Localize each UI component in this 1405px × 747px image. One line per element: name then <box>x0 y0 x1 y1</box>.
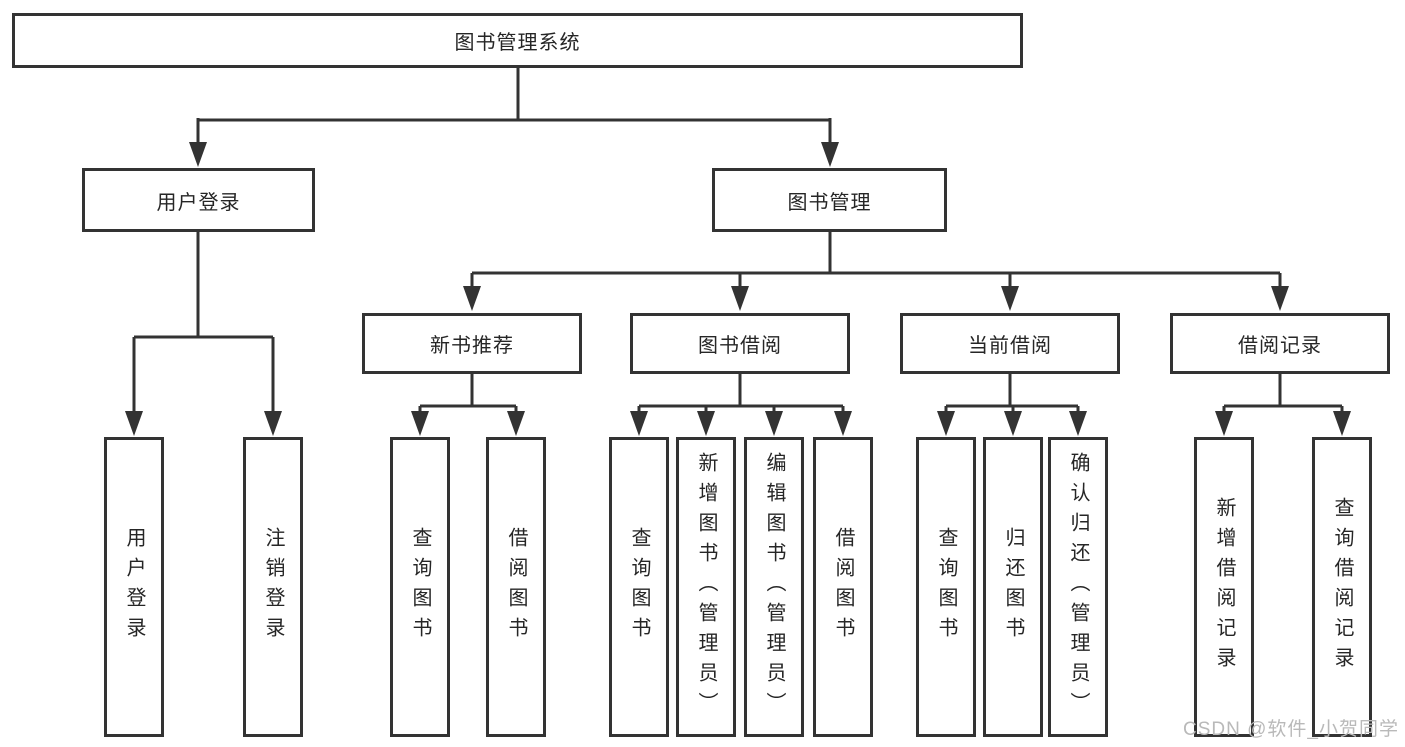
node-leaf-return-books: 归还图书 <box>983 437 1043 737</box>
arrow-down-icon <box>189 142 207 167</box>
arrow-down-icon <box>697 411 715 436</box>
node-system-root: 图书管理系统 <box>12 13 1023 68</box>
node-label: 图书管理系统 <box>454 32 581 54</box>
node-label: 当前借阅 <box>968 335 1052 357</box>
node-label: 新书推荐 <box>430 335 514 357</box>
node-label: 图书管理 <box>787 191 872 214</box>
node-label: 用户登录 <box>156 191 241 214</box>
arrow-down-icon <box>507 411 525 436</box>
node-label: 借阅图书 <box>832 527 854 647</box>
arrow-down-icon <box>1333 411 1351 436</box>
node-leaf-query-borrow-record: 查询借阅记录 <box>1312 437 1372 737</box>
arrow-down-icon <box>125 411 143 436</box>
node-leaf-user-login: 用户登录 <box>104 437 164 737</box>
node-label: 借阅记录 <box>1238 335 1322 357</box>
arrow-down-icon <box>1271 286 1289 311</box>
node-new-book-recommend: 新书推荐 <box>362 313 582 374</box>
node-label: 查询图书 <box>628 527 650 647</box>
node-leaf-confirm-return-admin: 确认归还（管理员） <box>1048 437 1108 737</box>
node-label: 查询借阅记录 <box>1331 497 1353 677</box>
arrow-down-icon <box>937 411 955 436</box>
node-leaf-borrow-books-recommend: 借阅图书 <box>486 437 546 737</box>
node-label: 图书借阅 <box>698 335 782 357</box>
arrow-down-icon <box>463 286 481 311</box>
node-borrowing-records: 借阅记录 <box>1170 313 1390 374</box>
node-leaf-edit-books-admin: 编辑图书（管理员） <box>744 437 804 737</box>
node-leaf-add-borrow-record: 新增借阅记录 <box>1194 437 1254 737</box>
node-label: 借阅图书 <box>505 527 527 647</box>
node-label: 查询图书 <box>409 527 431 647</box>
node-current-borrowing: 当前借阅 <box>900 313 1120 374</box>
arrow-down-icon <box>731 286 749 311</box>
arrow-down-icon <box>411 411 429 436</box>
arrow-down-icon <box>765 411 783 436</box>
arrow-down-icon <box>834 411 852 436</box>
arrow-down-icon <box>1001 286 1019 311</box>
node-label: 确认归还（管理员） <box>1067 452 1089 722</box>
node-label: 编辑图书（管理员） <box>763 452 785 722</box>
node-leaf-query-books-current: 查询图书 <box>916 437 976 737</box>
node-leaf-query-books-recommend: 查询图书 <box>390 437 450 737</box>
node-leaf-query-books-borrow: 查询图书 <box>609 437 669 737</box>
node-label: 用户登录 <box>123 527 145 647</box>
node-leaf-borrow-books: 借阅图书 <box>813 437 873 737</box>
node-book-management: 图书管理 <box>712 168 947 232</box>
node-label: 新增图书（管理员） <box>695 452 717 722</box>
node-book-borrowing: 图书借阅 <box>630 313 850 374</box>
arrow-down-icon <box>821 142 839 167</box>
node-label: 注销登录 <box>262 527 284 647</box>
node-label: 新增借阅记录 <box>1213 497 1235 677</box>
arrow-down-icon <box>1069 411 1087 436</box>
arrow-down-icon <box>1004 411 1022 436</box>
arrow-down-icon <box>264 411 282 436</box>
node-leaf-add-books-admin: 新增图书（管理员） <box>676 437 736 737</box>
watermark: CSDN @软件_小贺同学 <box>1183 719 1399 740</box>
arrow-down-icon <box>630 411 648 436</box>
node-label: 归还图书 <box>1002 527 1024 647</box>
node-leaf-logout: 注销登录 <box>243 437 303 737</box>
arrow-down-icon <box>1215 411 1233 436</box>
node-label: 查询图书 <box>935 527 957 647</box>
node-user-login: 用户登录 <box>82 168 315 232</box>
